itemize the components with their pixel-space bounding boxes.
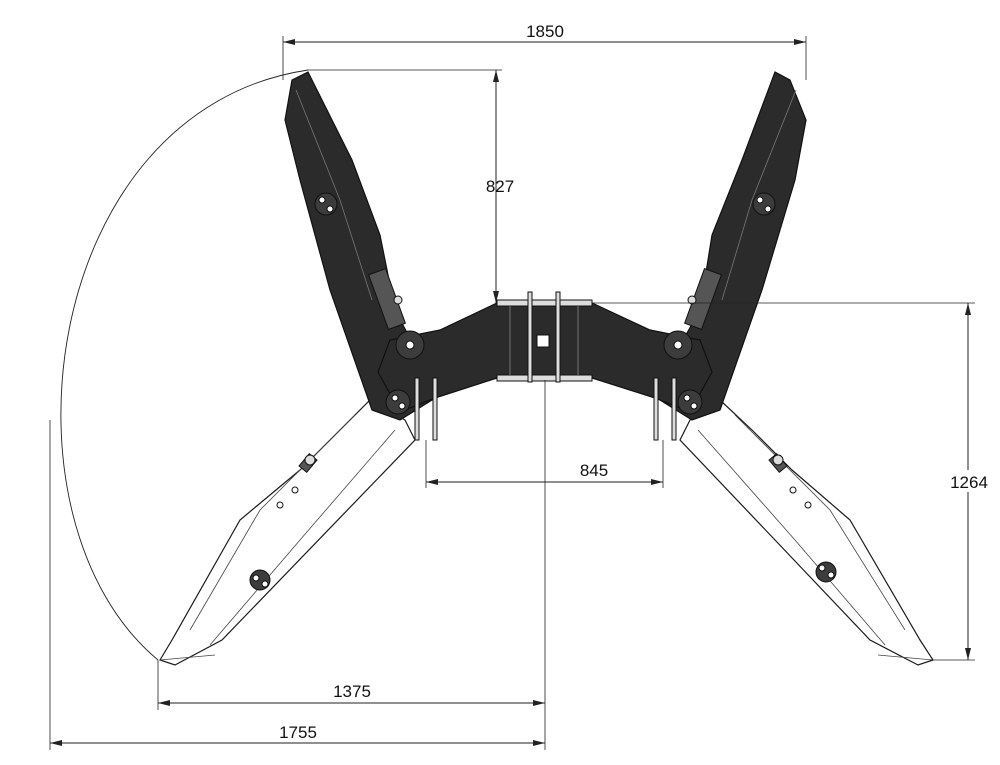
- label-mount-spacing: 845: [580, 461, 608, 480]
- upper-left-jaw: [284, 71, 441, 421]
- label-swing-reach: 1755: [279, 723, 317, 742]
- central-frame: [377, 291, 713, 441]
- center-mount-slot: [536, 334, 550, 348]
- label-lower-reach: 1375: [333, 682, 371, 701]
- dimension-overall-width: 1850: [282, 22, 807, 80]
- dimension-mount-spacing: 845: [425, 440, 664, 488]
- dimension-lower-reach: 1375: [157, 660, 545, 710]
- dimension-upper-jaw-height: 827: [308, 69, 514, 303]
- label-overall-height: 1264: [950, 473, 988, 492]
- lower-left-arm: [159, 399, 416, 666]
- dimension-overall-height: 1264: [592, 302, 993, 661]
- lower-left-pivot-plate: [249, 569, 271, 591]
- label-upper-jaw-height: 827: [486, 177, 514, 196]
- lower-right-pivot-plate: [815, 561, 837, 583]
- dimension-swing-reach: 1755: [49, 420, 545, 750]
- label-overall-width: 1850: [526, 22, 564, 41]
- lower-right-arm: [679, 399, 934, 666]
